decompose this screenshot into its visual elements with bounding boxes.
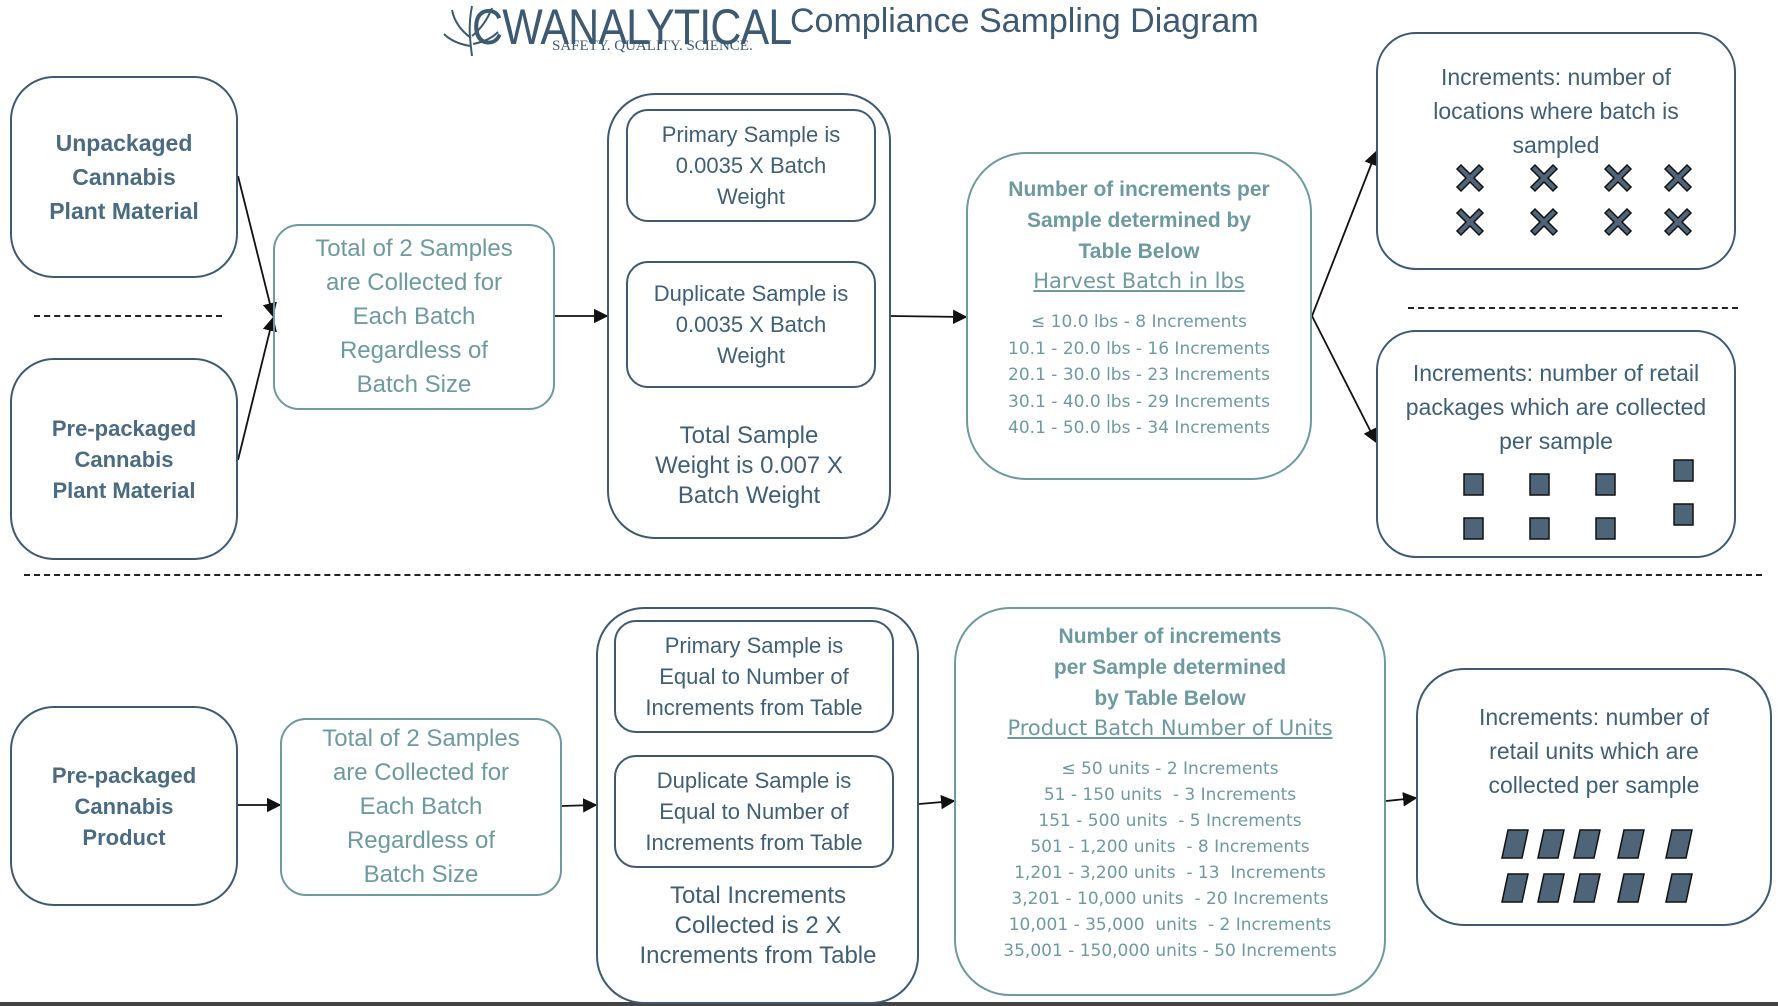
square-package-icon xyxy=(1463,473,1484,496)
sample-group-box-bottom xyxy=(596,607,919,1004)
bottom-edge xyxy=(0,1002,1778,1006)
logo-wordmark: CWANALYTICAL xyxy=(472,0,792,55)
table-row: 1,201 - 3,200 units - 13 Increments xyxy=(1014,863,1326,883)
square-package-icon xyxy=(1673,503,1694,526)
separator-right xyxy=(1408,307,1738,309)
table-row: 30.1 - 40.0 lbs - 29 Increments xyxy=(1008,391,1270,412)
table-row: 501 - 1,200 units - 8 Increments xyxy=(1030,837,1310,857)
square-package-icon xyxy=(1463,517,1484,540)
duplicate-sample-text-bottom: Duplicate Sample is Equal to Number of I… xyxy=(645,768,863,855)
increments-units-text: Increments: number of retail units which… xyxy=(1478,704,1710,798)
square-package-icon xyxy=(1529,473,1550,496)
table-row: 10.1 - 20.0 lbs - 16 Increments xyxy=(1008,338,1270,359)
x-marker-icon xyxy=(1455,163,1485,193)
samples-collected-box-bottom: Total of 2 Samples are Collected for Eac… xyxy=(280,718,562,896)
primary-sample-box: Primary Sample is 0.0035 X Batch Weight xyxy=(626,109,876,222)
total-increments-text: Total Increments Collected is 2 X Increm… xyxy=(639,882,877,969)
source-product-box: Pre-packaged Cannabis Product xyxy=(10,706,238,906)
table-row: 20.1 - 30.0 lbs - 23 Increments xyxy=(1008,365,1270,385)
total-sample-text: Total Sample Weight is 0.007 X Batch Wei… xyxy=(655,422,843,509)
arrow-increments-to-locations xyxy=(1311,150,1378,317)
source-prepackaged-box: Pre-packaged Cannabis Plant Material xyxy=(10,358,238,560)
separator-main xyxy=(24,574,1762,576)
page-title: Compliance Sampling Diagram xyxy=(790,2,1259,40)
logo: CWANALYTICAL SAFETY. QUALITY. SCIENCE. xyxy=(442,0,792,60)
increments-title: Number of increments per Sample determin… xyxy=(1008,178,1270,263)
source-prepackaged-label: Pre-packaged Cannabis Plant Material xyxy=(51,415,197,503)
square-package-icon xyxy=(1595,473,1616,496)
table-row: 3,201 - 10,000 units - 20 Increments xyxy=(1011,889,1329,909)
samples-collected-box: Total of 2 Samples are Collected for Eac… xyxy=(273,224,555,410)
package-marker-grid xyxy=(1463,459,1694,540)
primary-sample-text: Primary Sample is 0.0035 X Batch Weight xyxy=(661,122,841,209)
source-product-label: Pre-packaged Cannabis Product xyxy=(51,762,197,850)
table-row: 35,001 - 150,000 units - 50 Increments xyxy=(1003,941,1337,961)
increments-table-box: Number of increments per Sample determin… xyxy=(966,152,1312,480)
arrow-increments-to-packages xyxy=(1311,315,1377,444)
increments-locations-text: Increments: number of locations where ba… xyxy=(1433,64,1679,158)
increments-units-box: Increments: number of retail units which… xyxy=(1416,668,1772,926)
arrow-samples-to-sample-group-bottom xyxy=(560,798,598,813)
source-unpackaged-box: Unpackaged Cannabis Plant Material xyxy=(10,76,238,278)
samples-collected-text-bottom: Total of 2 Samples are Collected for Eac… xyxy=(322,725,520,888)
parallelogram-unit-icon xyxy=(1501,829,1529,859)
square-package-icon xyxy=(1673,459,1694,482)
arrow-prepackaged-to-samples xyxy=(237,316,277,461)
table-row: ≤ 50 units - 2 Increments xyxy=(1061,759,1279,779)
arrow-unpackaged-to-samples xyxy=(237,175,277,318)
primary-sample-box-bottom: Primary Sample is Equal to Number of Inc… xyxy=(614,620,894,733)
table-row: 10,001 - 35,000 units - 2 Increments xyxy=(1008,915,1332,935)
logo-tagline: SAFETY. QUALITY. SCIENCE. xyxy=(552,38,753,54)
separator-left xyxy=(34,315,222,317)
increments-table-bottom: ≤ 50 units - 2 Increments 51 - 150 units… xyxy=(1003,756,1336,964)
table-row: ≤ 10.0 lbs - 8 Increments xyxy=(1031,312,1247,332)
table-row: 51 - 150 units - 3 Increments xyxy=(1043,785,1297,805)
source-unpackaged-label: Unpackaged Cannabis Plant Material xyxy=(49,130,199,224)
table-heading-bottom: Product Batch Number of Units xyxy=(1007,716,1333,740)
sample-group-box xyxy=(607,93,891,539)
square-package-icon xyxy=(1595,517,1616,540)
table-row: 151 - 500 units - 5 Increments xyxy=(1038,811,1302,831)
x-marker-grid xyxy=(1455,163,1692,236)
primary-sample-text-bottom: Primary Sample is Equal to Number of Inc… xyxy=(645,633,863,720)
duplicate-sample-text: Duplicate Sample is 0.0035 X Batch Weigh… xyxy=(653,281,849,368)
table-heading: Harvest Batch in lbs xyxy=(1033,269,1245,293)
increments-table-box-bottom: Number of increments per Sample determin… xyxy=(954,607,1386,996)
unit-marker-grid xyxy=(1501,829,1693,903)
samples-collected-text: Total of 2 Samples are Collected for Eac… xyxy=(315,235,513,398)
increments-locations-box: Increments: number of locations where ba… xyxy=(1376,32,1736,270)
square-package-icon xyxy=(1529,517,1550,540)
increments-title-bottom: Number of increments per Sample determin… xyxy=(1053,625,1287,710)
duplicate-sample-box: Duplicate Sample is 0.0035 X Batch Weigh… xyxy=(626,261,876,388)
table-row: 40.1 - 50.0 lbs - 34 Increments xyxy=(1008,418,1270,438)
increments-packages-box: Increments: number of retail packages wh… xyxy=(1376,330,1736,558)
arrow-group-to-increments xyxy=(890,309,968,325)
duplicate-sample-box-bottom: Duplicate Sample is Equal to Number of I… xyxy=(614,755,894,868)
cannabis-leaf-icon xyxy=(443,5,499,57)
increments-packages-text: Increments: number of retail packages wh… xyxy=(1405,360,1707,454)
increments-table: ≤ 10.0 lbs - 8 Increments 10.1 - 20.0 lb… xyxy=(1008,309,1270,442)
arrow-increments-to-units xyxy=(1385,792,1418,807)
arrow-group-to-increments-bottom xyxy=(918,794,956,810)
